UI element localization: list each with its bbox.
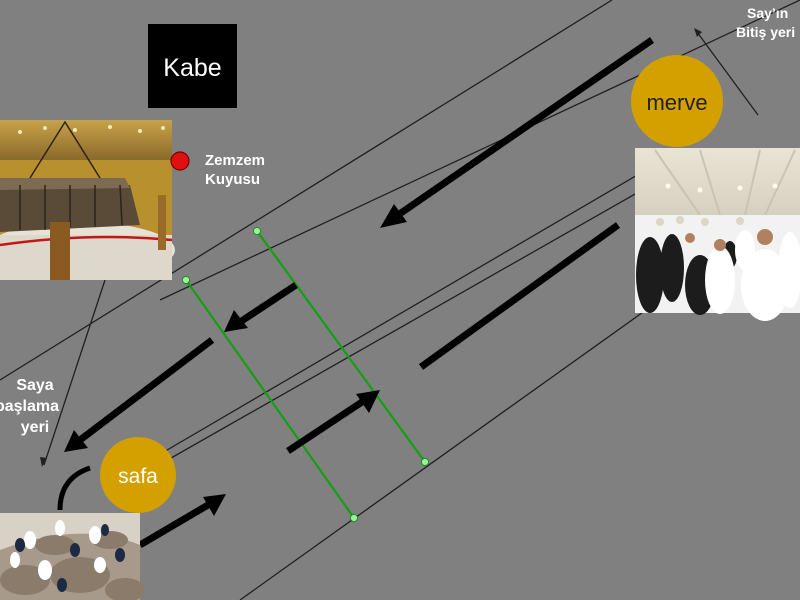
end-label-line1: Say’ın [747, 5, 789, 21]
corridor-line-mid-2 [149, 159, 696, 471]
safa-hill-photo [0, 513, 145, 600]
corridor-line-mid-1 [149, 149, 681, 461]
arrow-merve-to-safa [224, 282, 298, 332]
green-line-right [256, 230, 426, 463]
start-label-line2: başlama [0, 398, 60, 415]
kabe-box [148, 24, 237, 108]
green-marker [421, 458, 429, 466]
start-curve-icon [57, 465, 91, 511]
kabe-label: Kabe [163, 54, 221, 82]
corridor-line-upper [159, 0, 800, 301]
green-marker [182, 276, 190, 284]
safa-label: safa [118, 465, 158, 488]
merve-hill [631, 55, 723, 147]
merve-label: merve [646, 90, 707, 115]
arrow-merve-to-safa [380, 37, 654, 228]
corridor-line-lower [239, 299, 661, 600]
arrow-safa-to-merve [286, 390, 380, 454]
pilgrims-crowd-photo [635, 148, 800, 321]
start-label-line1: Saya [16, 377, 54, 394]
green-zone-lines [185, 230, 426, 519]
end-label-line2: Bitiş yeri [736, 24, 796, 40]
end-pointer-line [696, 31, 759, 116]
green-markers [182, 227, 429, 522]
green-marker [253, 227, 261, 235]
corridor-line-outer-top [0, 0, 613, 381]
end-pointer-arrowhead [694, 28, 702, 37]
direction-arrows [64, 37, 654, 549]
zemzem-label: Zemzem Kuyusu [205, 151, 265, 189]
zemzem-marker-icon [170, 151, 190, 171]
zemzem-well-photo [0, 120, 175, 280]
arrow-merve-to-safa [64, 337, 215, 452]
start-label: Saya başlama yeri [0, 375, 66, 438]
end-label: Say’ın Bitiş yeri [736, 4, 800, 42]
green-marker [350, 514, 358, 522]
safa-hill [100, 437, 176, 513]
start-label-line3: yeri [20, 419, 50, 436]
arrow-safa-to-merve [138, 494, 226, 549]
green-line-left [185, 279, 355, 519]
start-pointer-arrowhead [40, 457, 47, 467]
arrow-safa-to-merve-segment [418, 222, 621, 370]
zemzem-label-line1: Zemzem [205, 152, 266, 169]
start-pointer-line [43, 279, 106, 466]
zemzem-label-line2: Kuyusu [205, 171, 261, 188]
